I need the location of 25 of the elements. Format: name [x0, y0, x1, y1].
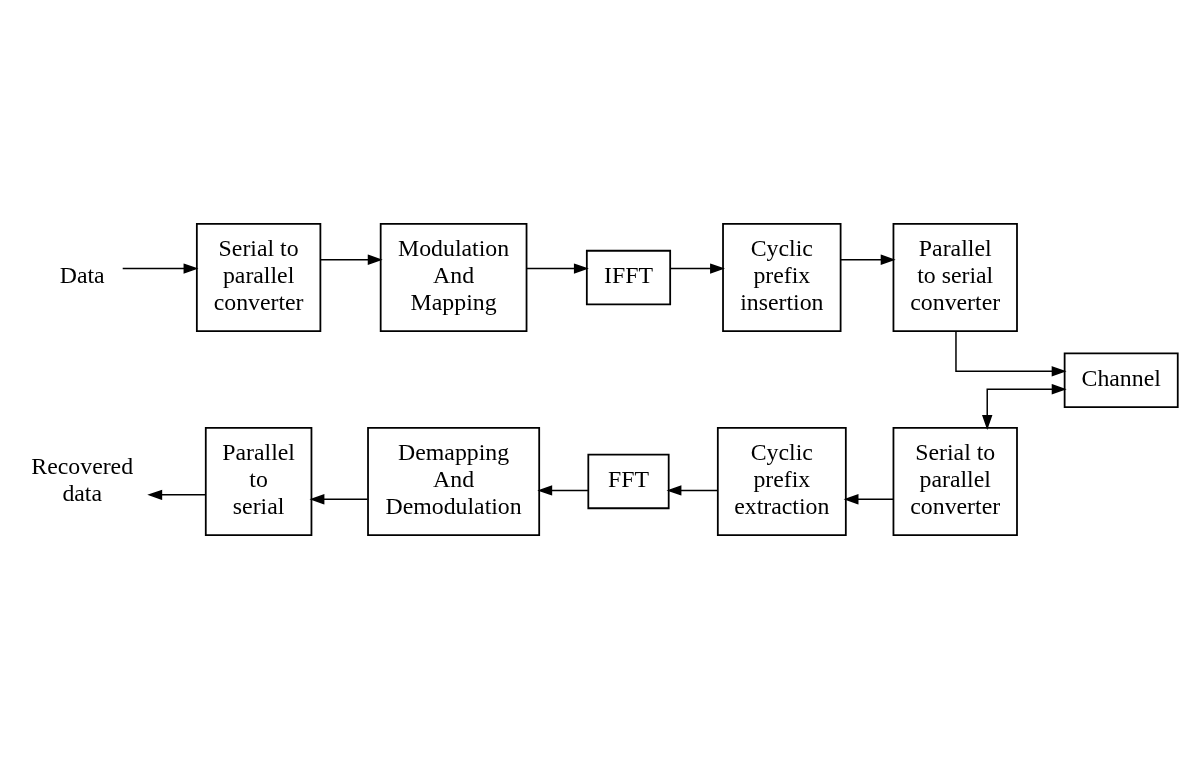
node-box: Serial to parallel converter	[892, 426, 1018, 536]
node-box: Modulation And Mapping	[379, 222, 528, 332]
node-box: Channel	[1063, 352, 1179, 408]
arrow	[669, 262, 725, 274]
node-box: FFT	[587, 453, 670, 509]
node-box: Parallel to serial converter	[892, 222, 1018, 332]
arrow	[537, 484, 589, 496]
node-box: Cyclic prefix extraction	[716, 426, 847, 536]
arrow	[147, 489, 207, 500]
node-box: Demapping And Demodulation	[367, 426, 541, 536]
arrow	[320, 253, 383, 265]
node-box: Serial to parallel converter	[195, 222, 322, 332]
arrow	[666, 484, 719, 496]
node-text: Data	[59, 261, 105, 288]
arrow	[982, 383, 1067, 430]
node-box: Parallel to serial	[204, 426, 313, 536]
arrow	[526, 262, 589, 274]
node-box: IFFT	[585, 249, 672, 305]
arrow	[955, 330, 1067, 377]
arrow	[309, 493, 369, 505]
node-box: Cyclic prefix insertion	[722, 222, 842, 332]
node-text: Recovered data	[31, 452, 134, 506]
arrow	[840, 253, 896, 265]
arrow	[843, 493, 894, 505]
arrow	[121, 262, 199, 274]
